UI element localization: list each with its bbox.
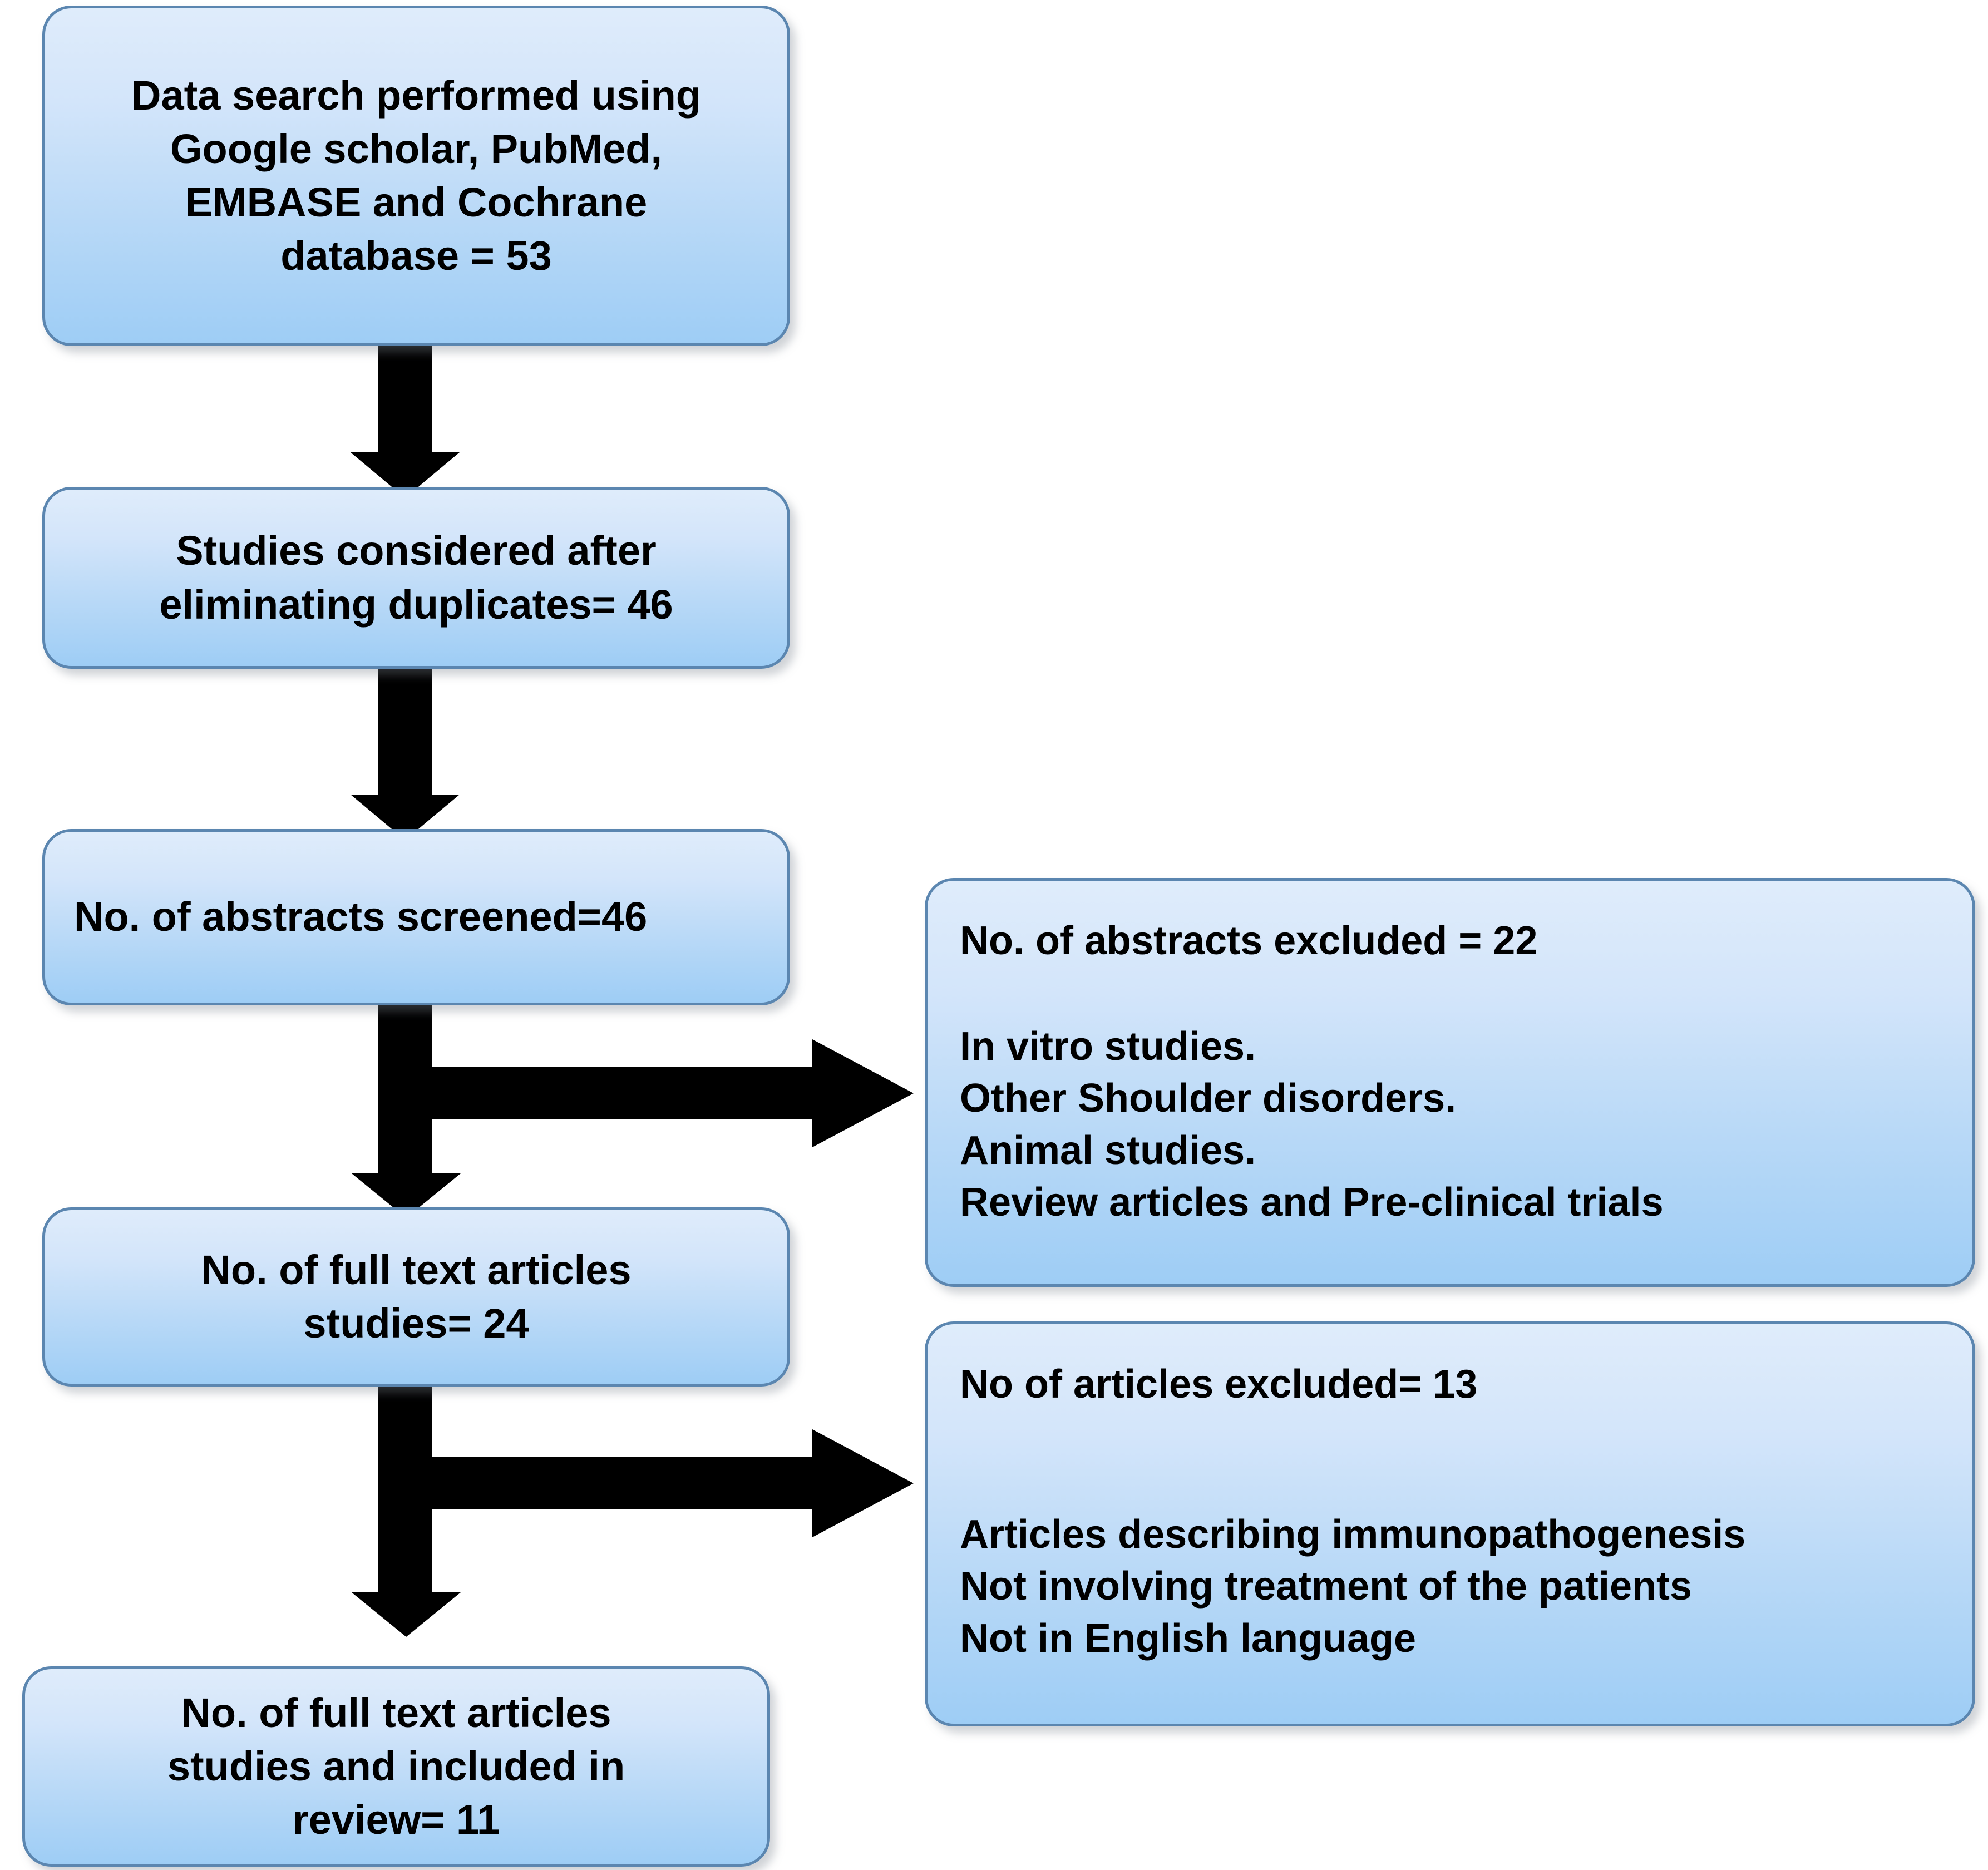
node-duplicates-line-2: eliminating duplicates= 46 — [159, 581, 673, 628]
node-search[interactable]: Data search performed using Google schol… — [42, 6, 790, 346]
arrow-shaft-fulltext-to-articles-excluded — [378, 1457, 812, 1509]
node-duplicates[interactable]: Studies considered after eliminating dup… — [42, 487, 790, 669]
arrow-head-screened-to-abstracts-excluded — [812, 1039, 914, 1147]
node-abstracts-excluded-reason-3: Animal studies. — [960, 1128, 1256, 1173]
node-fulltext[interactable]: No. of full text articles studies= 24 — [42, 1207, 790, 1387]
node-fulltext-line-1: No. of full text articles — [201, 1246, 632, 1293]
node-abstracts-excluded[interactable]: No. of abstracts excluded = 22 In vitro … — [925, 878, 1975, 1287]
node-articles-excluded-reason-3: Not in English language — [960, 1616, 1417, 1661]
node-abstracts-excluded-reason-1: In vitro studies. — [960, 1024, 1256, 1069]
node-included-line-3: review= 11 — [292, 1797, 500, 1843]
node-search-line-1: Data search performed using — [131, 72, 701, 119]
arrow-shaft-screened-to-abstracts-excluded — [378, 1067, 812, 1119]
node-articles-excluded[interactable]: No of articles excluded= 13 Articles des… — [925, 1321, 1975, 1726]
node-articles-excluded-reason-2: Not involving treatment of the patients — [960, 1564, 1693, 1609]
node-abstracts-excluded-reason-4: Review articles and Pre-clinical trials — [960, 1180, 1664, 1225]
node-duplicates-line-1: Studies considered after — [176, 527, 657, 574]
node-abstracts-screened-line-1: No. of abstracts screened=46 — [74, 894, 648, 940]
node-articles-excluded-heading: No of articles excluded= 13 — [960, 1362, 1478, 1407]
node-abstracts-excluded-heading: No. of abstracts excluded = 22 — [960, 919, 1538, 963]
arrow-head-fulltext-to-articles-excluded — [812, 1429, 914, 1537]
arrow-shaft-duplicates-to-screened — [378, 662, 432, 795]
node-abstracts-screened[interactable]: No. of abstracts screened=46 — [42, 829, 790, 1005]
node-included-line-1: No. of full text articles — [181, 1689, 611, 1736]
node-fulltext-line-2: studies= 24 — [303, 1300, 529, 1346]
arrow-head-fulltext-to-included — [352, 1592, 461, 1637]
node-included[interactable]: No. of full text articles studies and in… — [22, 1666, 770, 1867]
node-included-line-2: studies and included in — [167, 1743, 625, 1789]
arrow-shaft-search-to-duplicates — [378, 338, 432, 452]
node-search-line-4: database = 53 — [280, 233, 552, 279]
node-articles-excluded-reason-1: Articles describing immunopathogenesis — [960, 1512, 1746, 1557]
node-abstracts-excluded-reason-2: Other Shoulder disorders. — [960, 1076, 1457, 1121]
node-search-line-2: Google scholar, PubMed, — [170, 125, 663, 172]
node-search-line-3: EMBASE and Cochrane — [185, 179, 648, 225]
